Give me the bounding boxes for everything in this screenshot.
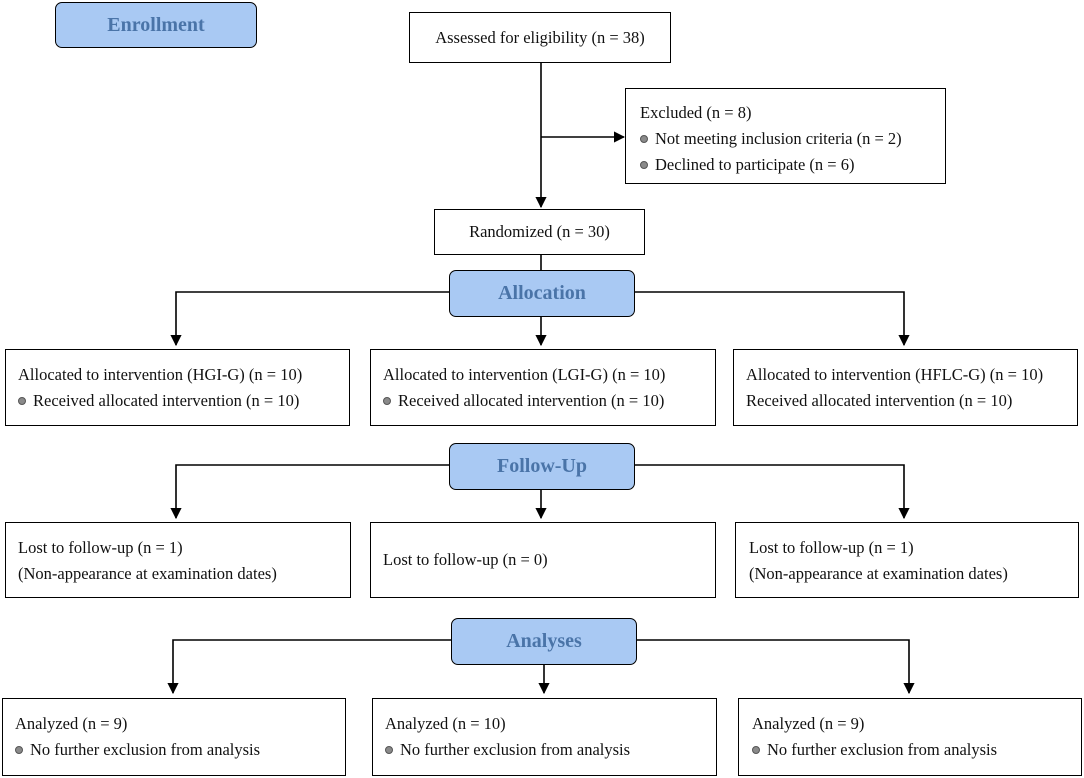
- followup-box-lgi: Lost to follow-up (n = 0): [370, 522, 716, 598]
- arrow-allocation-right: [634, 291, 910, 347]
- followup-title: Lost to follow-up (n = 0): [383, 550, 548, 569]
- allocation-title: Allocated to intervention (LGI-G) (n = 1…: [383, 365, 666, 384]
- arrow-followup-right: [634, 464, 910, 520]
- analysis-title: Analyzed (n = 9): [752, 714, 865, 733]
- stage-analyses-label: Analyses: [506, 630, 582, 652]
- allocation-detail: Received allocated intervention (n = 10): [18, 388, 349, 414]
- bullet-icon: [385, 746, 393, 755]
- analysis-title: Analyzed (n = 10): [385, 714, 506, 733]
- followup-box-hgi: Lost to follow-up (n = 1) (Non-appearanc…: [5, 522, 351, 598]
- analysis-box-hflc: Analyzed (n = 9) No further exclusion fr…: [738, 698, 1082, 776]
- stage-follow-up-label: Follow-Up: [497, 455, 587, 477]
- arrow-allocation-left: [170, 291, 450, 347]
- arrow-analyses-right: [636, 639, 915, 695]
- assessed-box: Assessed for eligibility (n = 38): [409, 12, 671, 63]
- followup-box-hflc: Lost to follow-up (n = 1) (Non-appearanc…: [735, 522, 1079, 598]
- allocation-detail: Received allocated intervention (n = 10): [383, 388, 715, 414]
- bullet-icon: [18, 397, 26, 406]
- randomized-text: Randomized (n = 30): [469, 222, 610, 241]
- allocation-title: Allocated to intervention (HGI-G) (n = 1…: [18, 365, 303, 384]
- stage-follow-up: Follow-Up: [449, 443, 635, 490]
- followup-title: Lost to follow-up (n = 1): [18, 538, 183, 557]
- bullet-icon: [383, 397, 391, 406]
- stage-allocation-label: Allocation: [498, 282, 586, 304]
- followup-title: Lost to follow-up (n = 1): [749, 538, 914, 557]
- arrow-analyses-left: [167, 639, 452, 695]
- assessed-text: Assessed for eligibility (n = 38): [435, 27, 645, 47]
- excluded-item: Not meeting inclusion criteria (n = 2): [640, 126, 945, 152]
- bullet-icon: [15, 746, 23, 755]
- stage-enrollment: Enrollment: [55, 2, 257, 48]
- analysis-detail: No further exclusion from analysis: [752, 737, 1081, 763]
- bullet-icon: [640, 161, 648, 170]
- analysis-box-lgi: Analyzed (n = 10) No further exclusion f…: [372, 698, 717, 776]
- randomized-box: Randomized (n = 30): [434, 209, 645, 255]
- analysis-box-hgi: Analyzed (n = 9) No further exclusion fr…: [2, 698, 346, 776]
- arrow-followup-left: [170, 464, 450, 520]
- allocation-box-hflc: Allocated to intervention (HFLC-G) (n = …: [733, 349, 1078, 426]
- bullet-icon: [752, 746, 760, 755]
- followup-detail: (Non-appearance at examination dates): [749, 564, 1008, 583]
- bullet-icon: [640, 135, 648, 144]
- stage-enrollment-label: Enrollment: [107, 13, 205, 36]
- excluded-title: Excluded (n = 8): [640, 103, 752, 122]
- analysis-detail: No further exclusion from analysis: [385, 737, 716, 763]
- stage-allocation: Allocation: [449, 270, 635, 317]
- allocation-box-lgi: Allocated to intervention (LGI-G) (n = 1…: [370, 349, 716, 426]
- stage-analyses: Analyses: [451, 618, 637, 665]
- allocation-title: Allocated to intervention (HFLC-G) (n = …: [746, 365, 1044, 384]
- excluded-item: Declined to participate (n = 6): [640, 152, 945, 178]
- excluded-box: Excluded (n = 8) Not meeting inclusion c…: [625, 88, 946, 184]
- allocation-detail: Received allocated intervention (n = 10): [746, 391, 1013, 410]
- allocation-box-hgi: Allocated to intervention (HGI-G) (n = 1…: [5, 349, 350, 426]
- analysis-detail: No further exclusion from analysis: [15, 737, 345, 763]
- analysis-title: Analyzed (n = 9): [15, 714, 128, 733]
- followup-detail: (Non-appearance at examination dates): [18, 564, 277, 583]
